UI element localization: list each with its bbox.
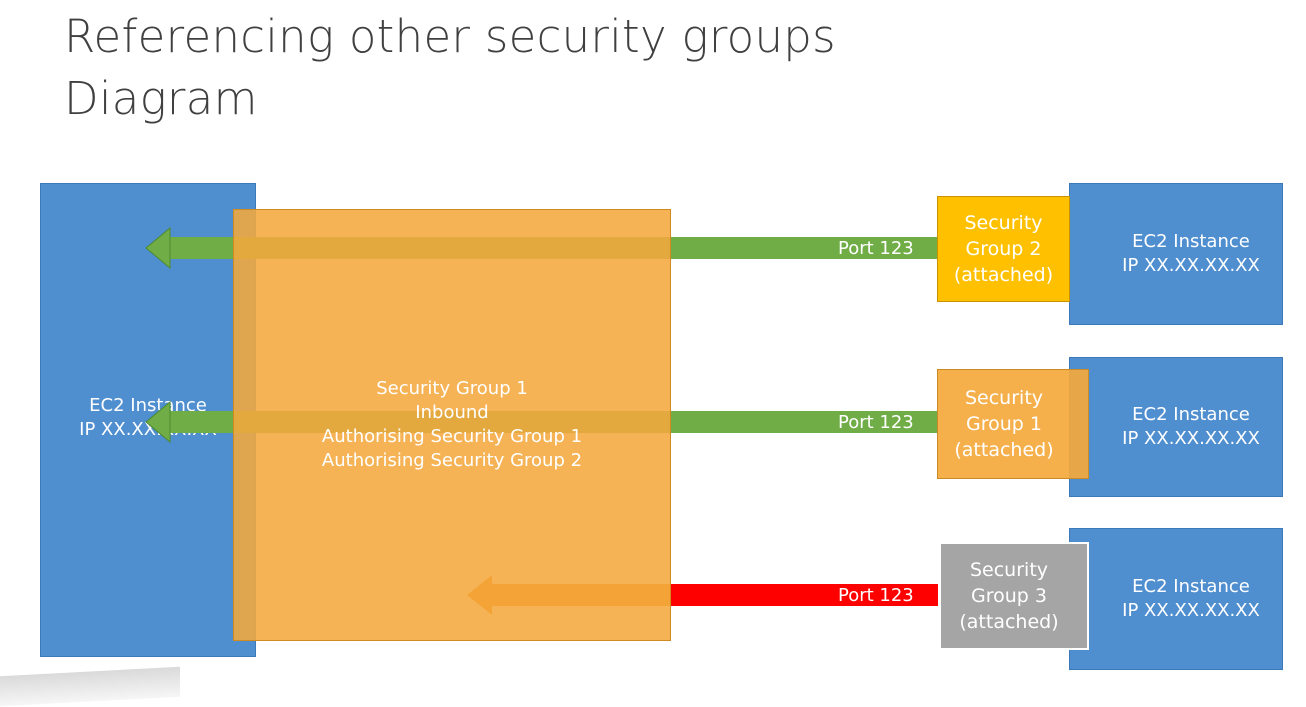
right-ec2-instance-2: EC2 Instance IP XX.XX.XX.XX <box>1069 357 1283 497</box>
right-ec2-3-ip: IP XX.XX.XX.XX <box>1122 600 1260 621</box>
sg-attached-1-line-3: (attached) <box>954 439 1054 461</box>
sg1-direction: Inbound <box>415 402 489 423</box>
slide-title: Referencing other security groups Diagra… <box>64 6 836 130</box>
attached-security-group-2: Security Group 2 (attached) <box>937 196 1070 302</box>
right-ec2-instance-3: EC2 Instance IP XX.XX.XX.XX <box>1069 528 1283 670</box>
port-label-2: Port 123 <box>838 412 914 433</box>
right-ec2-2-label: EC2 Instance <box>1132 404 1250 425</box>
slide-title-line-2: Diagram <box>64 72 258 125</box>
slide-title-line-1: Referencing other security groups <box>64 10 836 63</box>
right-ec2-1-label: EC2 Instance <box>1132 231 1250 252</box>
right-ec2-1-ip: IP XX.XX.XX.XX <box>1122 255 1260 276</box>
right-ec2-instance-1: EC2 Instance IP XX.XX.XX.XX <box>1069 183 1283 325</box>
security-group-1-rules-box: Security Group 1 Inbound Authorising Sec… <box>233 209 671 641</box>
attached-security-group-1: Security Group 1 (attached) <box>937 369 1089 479</box>
sg-attached-1-line-2: Group 1 <box>966 413 1042 435</box>
sg1-rule-1: Authorising Security Group 1 <box>321 426 583 447</box>
sg-attached-2-line-2: Group 2 <box>965 238 1042 260</box>
sg-attached-2-line-1: Security <box>964 212 1043 234</box>
sg-attached-2-line-3: (attached) <box>953 264 1054 286</box>
sg1-rule-2: Authorising Security Group 2 <box>321 450 583 471</box>
right-ec2-2-ip: IP XX.XX.XX.XX <box>1122 428 1260 449</box>
left-ec2-label: EC2 Instance <box>89 395 207 416</box>
sg-attached-1-line-1: Security <box>964 387 1044 409</box>
sg1-name: Security Group 1 <box>376 378 528 399</box>
port-label-1: Port 123 <box>838 238 914 259</box>
port-label-3: Port 123 <box>838 585 914 606</box>
attached-security-group-3: Security Group 3 (attached) <box>939 542 1089 650</box>
sg-attached-3-line-1: Security <box>969 559 1049 581</box>
sg-attached-3-line-3: (attached) <box>959 611 1059 633</box>
right-ec2-3-label: EC2 Instance <box>1132 576 1250 597</box>
sg-attached-3-line-2: Group 3 <box>971 585 1047 607</box>
